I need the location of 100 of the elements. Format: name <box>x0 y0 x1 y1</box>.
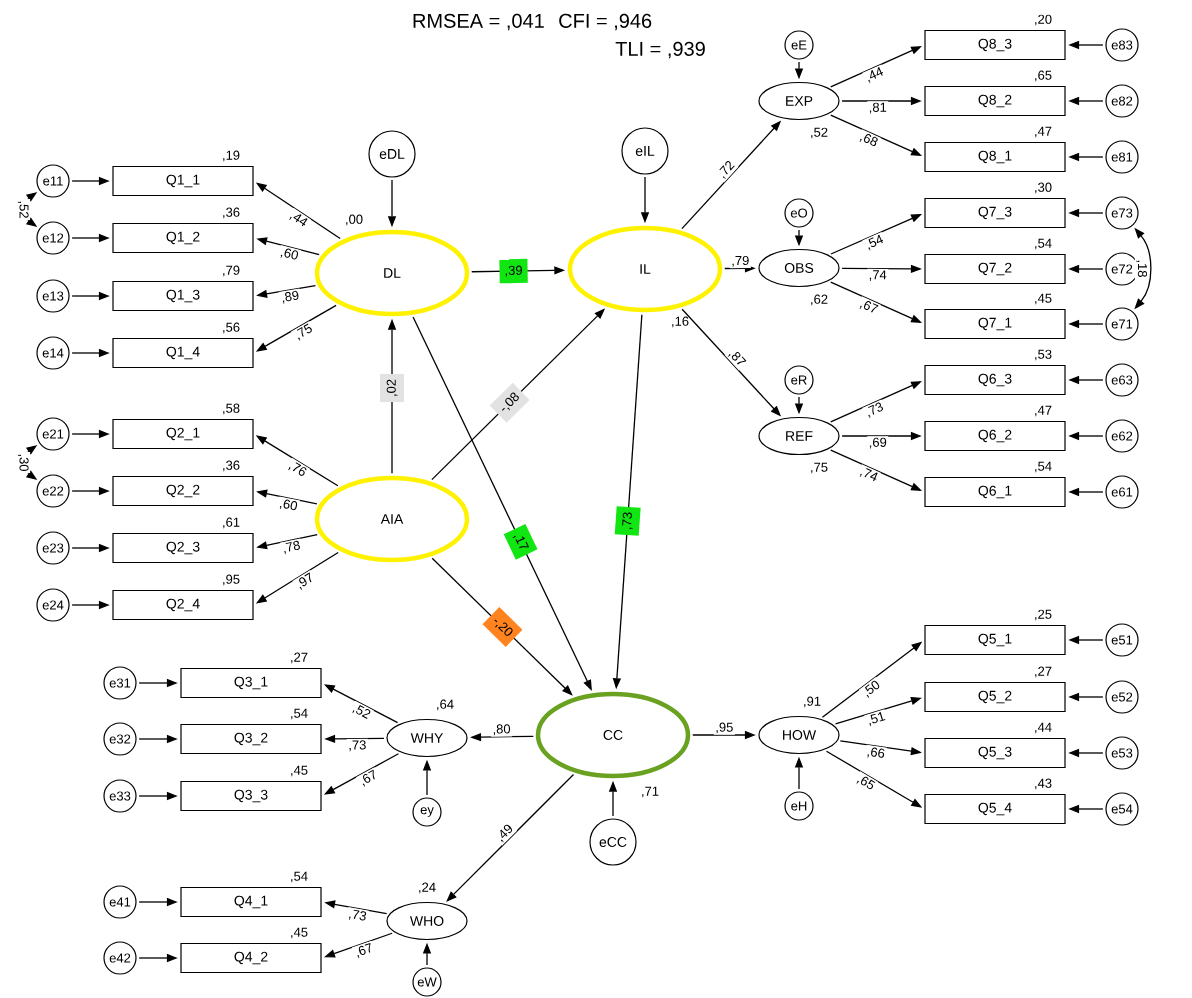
indicator-box: Q7_1 <box>924 308 1066 340</box>
edge-label: ,54 <box>862 232 887 253</box>
arrow <box>431 557 573 696</box>
r-squared-value: ,91 <box>804 696 821 708</box>
r-squared-value: ,45 <box>1035 293 1052 305</box>
indicator-box: Q3_1 <box>180 667 322 699</box>
r-squared-value: ,54 <box>1035 461 1052 473</box>
r-squared-value: ,24 <box>419 882 436 894</box>
indicator-box: Q1_4 <box>112 337 254 369</box>
r-squared-value: ,62 <box>811 294 828 306</box>
arrow <box>446 773 575 902</box>
indicator-box: Q5_1 <box>924 624 1066 656</box>
highlighted-coefficient: ,02 <box>380 374 404 403</box>
r-squared-value: ,43 <box>1035 778 1052 790</box>
indicator-box: Q5_4 <box>924 793 1066 825</box>
edge-label: ,66 <box>864 744 888 762</box>
r-squared-value: ,61 <box>223 517 240 529</box>
indicator-box: Q5_3 <box>924 737 1066 769</box>
edge-label: ,50 <box>858 677 885 701</box>
indicator-box: Q7_2 <box>924 253 1066 285</box>
edge-label: ,69 <box>867 436 889 450</box>
r-squared-value: ,65 <box>1035 70 1052 82</box>
r-squared-value: ,53 <box>1035 349 1052 361</box>
highlighted-coefficient: -,20 <box>482 607 523 647</box>
edge-label: ,72 <box>714 157 739 183</box>
r-squared-value: ,16 <box>672 316 689 328</box>
edge-label: ,73 <box>862 399 887 421</box>
indicator-box: Q1_1 <box>112 165 254 197</box>
edge-label: ,80 <box>490 722 513 737</box>
r-squared-value: ,36 <box>223 460 240 472</box>
r-squared-value: ,45 <box>291 927 308 939</box>
indicator-box: Q8_2 <box>924 85 1066 117</box>
edge-label: ,73 <box>345 907 370 925</box>
r-squared-value: ,27 <box>1035 666 1052 678</box>
r-squared-value: ,20 <box>1035 14 1052 26</box>
edge-label: ,67 <box>351 940 377 961</box>
edge-label: ,89 <box>278 288 302 306</box>
edge-label: ,87 <box>724 345 750 371</box>
r-squared-value: ,64 <box>437 699 454 711</box>
edge-label: ,49 <box>492 820 518 846</box>
r-squared-value: ,79 <box>223 265 240 277</box>
r-squared-value: ,54 <box>291 708 308 720</box>
indicator-box: Q2_2 <box>112 475 254 507</box>
edge-label: ,30 <box>16 451 31 474</box>
edge-label: ,95 <box>713 721 735 735</box>
r-squared-value: ,58 <box>223 403 240 415</box>
indicator-box: Q8_1 <box>924 141 1066 173</box>
indicator-box: Q1_3 <box>112 280 254 312</box>
indicator-box: Q7_3 <box>924 197 1066 229</box>
edge-label: ,76 <box>284 457 310 481</box>
r-squared-value: ,00 <box>346 214 363 226</box>
edge-label: ,79 <box>729 254 751 269</box>
r-squared-value: ,47 <box>1035 126 1052 138</box>
highlighted-coefficient: -,08 <box>489 382 530 423</box>
edge-label: ,81 <box>867 101 889 115</box>
indicator-box: Q5_2 <box>924 681 1066 713</box>
r-squared-value: ,95 <box>223 574 240 586</box>
r-squared-value: ,47 <box>1035 405 1052 417</box>
edge-label: ,52 <box>348 700 374 723</box>
indicator-box: Q1_2 <box>112 222 254 254</box>
indicator-box: Q4_2 <box>180 942 322 974</box>
highlighted-coefficient: ,73 <box>614 506 641 536</box>
edge-label: ,65 <box>853 771 879 794</box>
r-squared-value: ,71 <box>642 786 659 798</box>
edge-label: ,44 <box>285 207 311 231</box>
edge-label: ,97 <box>292 570 318 593</box>
indicator-box: Q2_3 <box>112 532 254 564</box>
r-squared-value: ,52 <box>811 127 828 139</box>
indicator-box: Q3_2 <box>180 723 322 755</box>
indicator-box: Q2_1 <box>112 418 254 450</box>
fit-index: RMSEA = ,041 <box>413 13 544 31</box>
indicator-box: Q3_3 <box>180 780 322 812</box>
edge-label: ,67 <box>355 767 381 790</box>
indicator-box: Q6_2 <box>924 420 1066 452</box>
r-squared-value: ,44 <box>1035 722 1052 734</box>
r-squared-value: ,54 <box>291 871 308 883</box>
indicator-box: Q6_3 <box>924 364 1066 396</box>
r-squared-value: ,19 <box>223 150 240 162</box>
indicator-box: Q4_1 <box>180 886 322 918</box>
highlighted-coefficient: ,39 <box>499 258 528 284</box>
indicator-box: Q8_3 <box>924 29 1066 61</box>
r-squared-value: ,36 <box>223 207 240 219</box>
edge-label: ,52 <box>16 198 31 221</box>
highlighted-coefficient: ,17 <box>503 524 538 560</box>
edge-label: ,68 <box>856 129 882 151</box>
fit-index: CFI = ,946 <box>559 13 652 31</box>
r-squared-value: ,25 <box>1035 609 1052 621</box>
indicator-box: Q2_4 <box>112 589 254 621</box>
edge-label: ,44 <box>862 64 887 86</box>
edge-label: ,74 <box>856 464 882 486</box>
r-squared-value: ,45 <box>291 765 308 777</box>
r-squared-value: ,30 <box>1035 182 1052 194</box>
edge-label: ,67 <box>856 296 882 318</box>
r-squared-value: ,27 <box>291 652 308 664</box>
edge-label: ,75 <box>291 321 317 344</box>
fit-index: TLI = ,939 <box>615 41 705 59</box>
edge-label: ,60 <box>277 245 302 264</box>
r-squared-value: ,56 <box>223 322 240 334</box>
edge-label: ,51 <box>864 709 889 729</box>
edge-label: ,60 <box>276 496 301 515</box>
